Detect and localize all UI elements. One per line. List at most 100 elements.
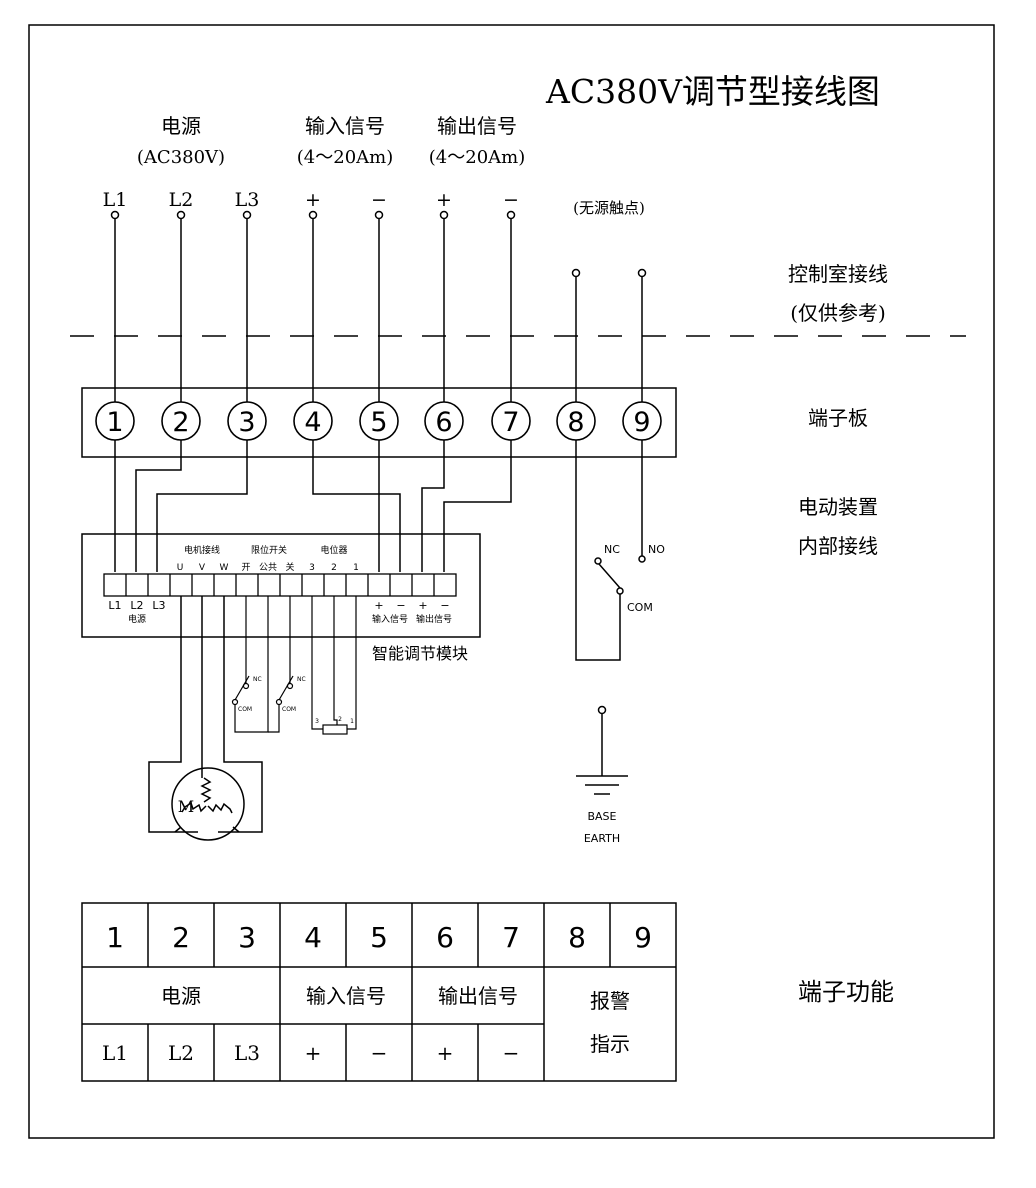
- terminal-number: 2: [172, 407, 189, 438]
- terminal-board-circles: [95, 401, 662, 441]
- function-table-numbers: 1 2 3 4 5 6 7 8 9: [106, 921, 652, 954]
- passive-contact-note: (无源触点): [573, 199, 645, 217]
- table-number: 8: [568, 921, 586, 954]
- table-sign: L2: [168, 1041, 194, 1065]
- potentiometer-pin-labels: 3 2 1: [315, 716, 354, 725]
- module-pin-label: −: [440, 599, 449, 612]
- table-number: 4: [304, 921, 322, 954]
- earth-symbol: [576, 705, 628, 795]
- function-table-label: 端子功能: [798, 978, 894, 1006]
- header-group-input: 输入信号 (4～20Am): [297, 114, 393, 168]
- module-pin-label: L3: [152, 599, 165, 612]
- table-alarm-line-1: 报警: [590, 989, 630, 1013]
- svg-text:输入信号: 输入信号: [305, 114, 385, 138]
- table-group: 输出信号: [438, 984, 518, 1008]
- terminal-number: 3: [238, 407, 255, 438]
- module-name: 智能调节模块: [372, 644, 468, 663]
- module-pin-label: +: [418, 599, 427, 612]
- module-pin-label: 公共: [259, 562, 277, 573]
- terminal-number: 5: [370, 407, 387, 438]
- table-group: 输入信号: [306, 984, 386, 1008]
- top-terminal-labels: L1 L2 L3 + − + −: [103, 189, 519, 211]
- module-input-caption: 输入信号: [372, 613, 408, 625]
- top-terminal-leads: [110, 210, 647, 402]
- motor-wires: [148, 596, 263, 833]
- limit-switch-1-nc: NC: [253, 676, 262, 683]
- table-sign: L1: [102, 1041, 128, 1065]
- module-pin-label: V: [199, 563, 206, 573]
- table-number: 1: [106, 921, 124, 954]
- module-group-limit: 限位开关: [251, 544, 287, 556]
- top-terminal-label: +: [305, 189, 321, 211]
- terminal-number: 1: [106, 407, 123, 438]
- function-table-groups: 电源 输入信号 输出信号: [161, 984, 518, 1008]
- module-pin-label: 1: [353, 563, 359, 573]
- potentiometer: [311, 596, 357, 735]
- relay-com: COM: [627, 601, 653, 614]
- terminal-number: 8: [567, 407, 584, 438]
- module-output-caption: 输出信号: [416, 613, 452, 625]
- terminal-board-numbers: 1 2 3 4 5 6 7 8 9: [106, 407, 650, 438]
- top-terminal-label: +: [436, 189, 452, 211]
- table-sign: +: [305, 1041, 322, 1065]
- motor-symbol: [171, 767, 245, 841]
- svg-text:电源: 电源: [161, 114, 201, 138]
- relay-no: NO: [648, 543, 665, 556]
- diagram-frame: [28, 24, 995, 1139]
- terminal-number: 6: [435, 407, 452, 438]
- svg-text:控制室接线: 控制室接线: [788, 262, 888, 286]
- table-group: 电源: [161, 984, 201, 1008]
- table-sign: L3: [234, 1041, 260, 1065]
- earth-label-2: EARTH: [584, 832, 620, 845]
- diagram-title: AC380V调节型接线图: [545, 72, 880, 111]
- control-room-label: 控制室接线 (仅供参考): [788, 262, 888, 325]
- table-sign: −: [503, 1041, 520, 1065]
- motor-label: M: [178, 797, 194, 816]
- limit-switch-1-com: COM: [238, 706, 252, 713]
- table-sign: +: [437, 1041, 454, 1065]
- earth-label-1: BASE: [587, 810, 616, 823]
- header-group-power: 电源 (AC380V): [137, 114, 225, 168]
- terminal-number: 4: [304, 407, 321, 438]
- smart-control-module: [81, 533, 481, 638]
- table-number: 7: [502, 921, 520, 954]
- svg-text:输出信号: 输出信号: [437, 114, 517, 138]
- top-terminal-label: L1: [103, 189, 128, 211]
- top-terminal-label: L3: [235, 189, 260, 211]
- top-terminal-label: L2: [169, 189, 194, 211]
- function-table-signs: L1 L2 L3 + − + −: [102, 1041, 519, 1065]
- module-pin-label: 3: [309, 563, 315, 573]
- module-pin-label: L1: [108, 599, 121, 612]
- top-terminal-label: −: [503, 189, 519, 211]
- module-pin-label: 2: [331, 563, 337, 573]
- header-group-output: 输出信号 (4～20Am): [429, 114, 525, 168]
- module-pin-labels-top: U V W 开 公共 关 3 2 1: [177, 561, 359, 573]
- limit-switches: [231, 596, 294, 733]
- module-pin-label: L2: [130, 599, 143, 612]
- function-table: [81, 902, 677, 1082]
- module-pin-strip: [103, 573, 457, 597]
- svg-text:(仅供参考): (仅供参考): [790, 301, 886, 325]
- board-to-module-wires: [114, 440, 512, 572]
- pot-pin-label: 3: [315, 718, 319, 725]
- module-pin-label: +: [374, 599, 383, 612]
- table-alarm-line-2: 指示: [590, 1032, 630, 1056]
- table-number: 6: [436, 921, 454, 954]
- table-number: 9: [634, 921, 652, 954]
- alarm-relay: [575, 440, 646, 661]
- module-pin-label: 关: [285, 561, 294, 573]
- module-pin-label: U: [177, 563, 184, 573]
- svg-text:(AC380V): (AC380V): [137, 147, 225, 168]
- internal-wiring-label-1: 电动装置: [798, 495, 878, 519]
- module-pin-label: 开: [241, 562, 250, 573]
- relay-nc: NC: [604, 543, 620, 556]
- module-group-pot: 电位器: [320, 544, 347, 556]
- svg-text:(4～20Am): (4～20Am): [429, 147, 525, 168]
- top-terminal-label: −: [371, 189, 387, 211]
- terminal-number: 9: [633, 407, 650, 438]
- module-pin-labels-bottom: L1 L2 L3 + − + −: [108, 599, 449, 612]
- limit-switch-2-com: COM: [282, 706, 296, 713]
- table-number: 5: [370, 921, 388, 954]
- table-sign: −: [371, 1041, 388, 1065]
